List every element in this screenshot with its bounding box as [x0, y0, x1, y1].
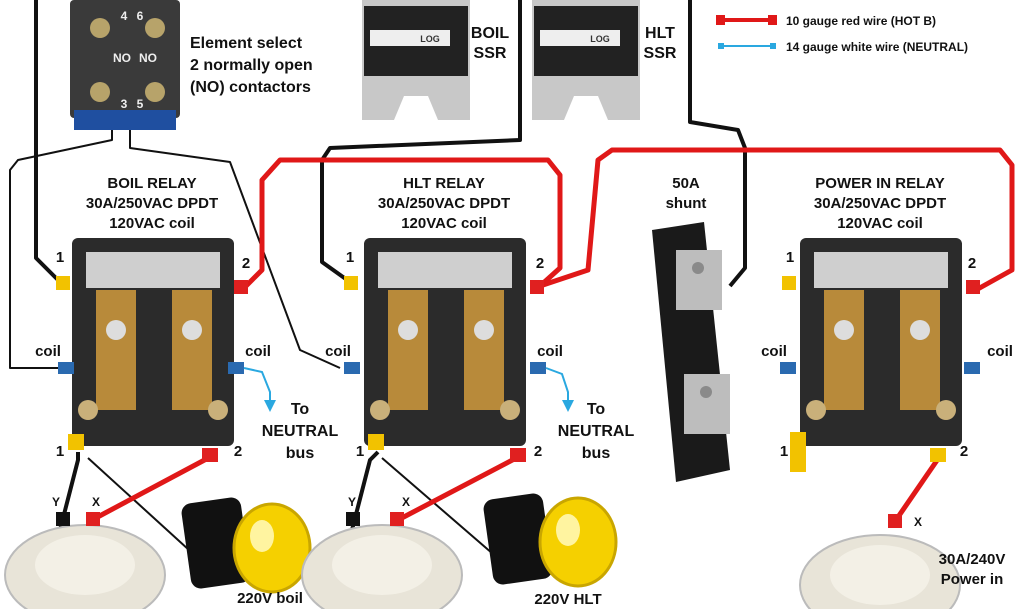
boil-ssr-label-1: BOIL [471, 25, 509, 42]
hlt-ssr-brand: LOG [590, 34, 610, 44]
terminal-screw-icon [90, 18, 110, 38]
boil-outlet-y: Y [52, 495, 60, 509]
boil-neutral-note-3: bus [286, 445, 315, 462]
shunt-label-2: shunt [666, 195, 707, 212]
hlt-relay-coil-left: coil [325, 343, 351, 360]
contactor-pin-4: 4 [121, 9, 128, 23]
terminal-screw-icon [145, 82, 165, 102]
boil-lamp [181, 497, 312, 594]
boil-relay-title-2: 30A/250VAC DPDT [86, 195, 218, 212]
contactor-label-1: Element select [190, 35, 303, 52]
boil-neutral-note-2: NEUTRAL [262, 423, 339, 440]
hlt-ssr: LOG [532, 0, 640, 120]
hlt-outlet-y: Y [348, 495, 356, 509]
hlt-relay-pin-top-2: 2 [536, 255, 544, 272]
boil-ssr: LOG [362, 0, 470, 120]
legend: 10 gauge red wire (HOT B) 14 gauge white… [716, 14, 968, 54]
boil-relay-coil-left: coil [35, 343, 61, 360]
hlt-relay-pin-bottom-2: 2 [534, 443, 542, 460]
hlt-neutral-note-1: To [587, 401, 606, 418]
hlt-relay-title-3: 120VAC coil [401, 215, 487, 232]
power-relay-pin-bottom-1: 1 [780, 443, 788, 460]
contactor-no-mark: NO [139, 51, 157, 65]
hlt-relay-title-1: HLT RELAY [403, 175, 485, 192]
legend-blue-label: 14 gauge white wire (NEUTRAL) [786, 40, 968, 54]
red-wire-icon [716, 15, 777, 25]
shunt-bolt-icon [700, 386, 712, 398]
contactor-no-mark: NO [113, 51, 131, 65]
contactor-pin-3: 3 [121, 97, 128, 111]
hlt-neutral-note-3: bus [582, 445, 611, 462]
hlt-outlet [301, 512, 463, 609]
boil-relay-pin-top-2: 2 [242, 255, 250, 272]
signal-wires [9, 0, 747, 561]
power-relay-coil-left: coil [761, 343, 787, 360]
power-outlet-caption-2: Power in [941, 571, 1004, 588]
hlt-relay [344, 238, 546, 462]
power-outlet-caption-1: 30A/240V [939, 551, 1006, 568]
boil-neutral-note-1: To [291, 401, 310, 418]
boil-relay-title-1: BOIL RELAY [107, 175, 196, 192]
shunt [652, 222, 730, 482]
power-outlet-x: X [914, 515, 922, 529]
power-relay-title-1: POWER IN RELAY [815, 175, 944, 192]
contactor-pin-5: 5 [137, 97, 144, 111]
hlt-ssr-label-2: SSR [644, 45, 677, 62]
hlt-relay-pin-bottom-1: 1 [356, 443, 364, 460]
power-relay-pin-top-2: 2 [968, 255, 976, 272]
boil-neutral-arrow [243, 367, 276, 412]
hlt-relay-title-2: 30A/250VAC DPDT [378, 195, 510, 212]
power-relay-coil-right: coil [987, 343, 1013, 360]
boil-relay [56, 238, 248, 462]
boil-relay-title-3: 120VAC coil [109, 215, 195, 232]
boil-outlet [4, 512, 166, 609]
contactor-label-2: 2 normally open [190, 57, 313, 74]
terminal-screw-icon [145, 18, 165, 38]
power-relay-title-2: 30A/250VAC DPDT [814, 195, 946, 212]
power-in-outlet [799, 514, 961, 609]
hot-wires [90, 147, 1015, 523]
hlt-outlet-x: X [402, 495, 410, 509]
hlt-neutral-arrow [545, 367, 574, 412]
contactor-label-3: (NO) contactors [190, 79, 311, 96]
hlt-relay-pin-top-1: 1 [346, 249, 354, 266]
boil-outlet-x: X [92, 495, 100, 509]
boil-relay-pin-bottom-1: 1 [56, 443, 64, 460]
boil-ssr-brand: LOG [420, 34, 440, 44]
power-relay-pin-bottom-2: 2 [960, 443, 968, 460]
boil-relay-pin-top-1: 1 [56, 249, 64, 266]
hlt-lamp [483, 493, 618, 588]
legend-red-label: 10 gauge red wire (HOT B) [786, 14, 936, 28]
power-in-relay [780, 238, 980, 472]
hlt-neutral-note-2: NEUTRAL [558, 423, 635, 440]
element-select-contactor: 4 6 3 5 NO NO [70, 0, 180, 130]
boil-relay-pin-bottom-2: 2 [234, 443, 242, 460]
power-relay-title-3: 120VAC coil [837, 215, 923, 232]
boil-relay-coil-right: coil [245, 343, 271, 360]
boil-ssr-label-2: SSR [474, 45, 507, 62]
shunt-bolt-icon [692, 262, 704, 274]
hlt-lamp-caption: 220V HLT [534, 591, 601, 608]
boil-lamp-caption: 220V boil [237, 590, 303, 607]
hlt-relay-coil-right: coil [537, 343, 563, 360]
shunt-label-1: 50A [672, 175, 700, 192]
contactor-pin-6: 6 [137, 9, 144, 23]
blue-wire-icon [718, 43, 776, 49]
power-relay-pin-top-1: 1 [786, 249, 794, 266]
hlt-ssr-label-1: HLT [645, 25, 675, 42]
terminal-screw-icon [90, 82, 110, 102]
